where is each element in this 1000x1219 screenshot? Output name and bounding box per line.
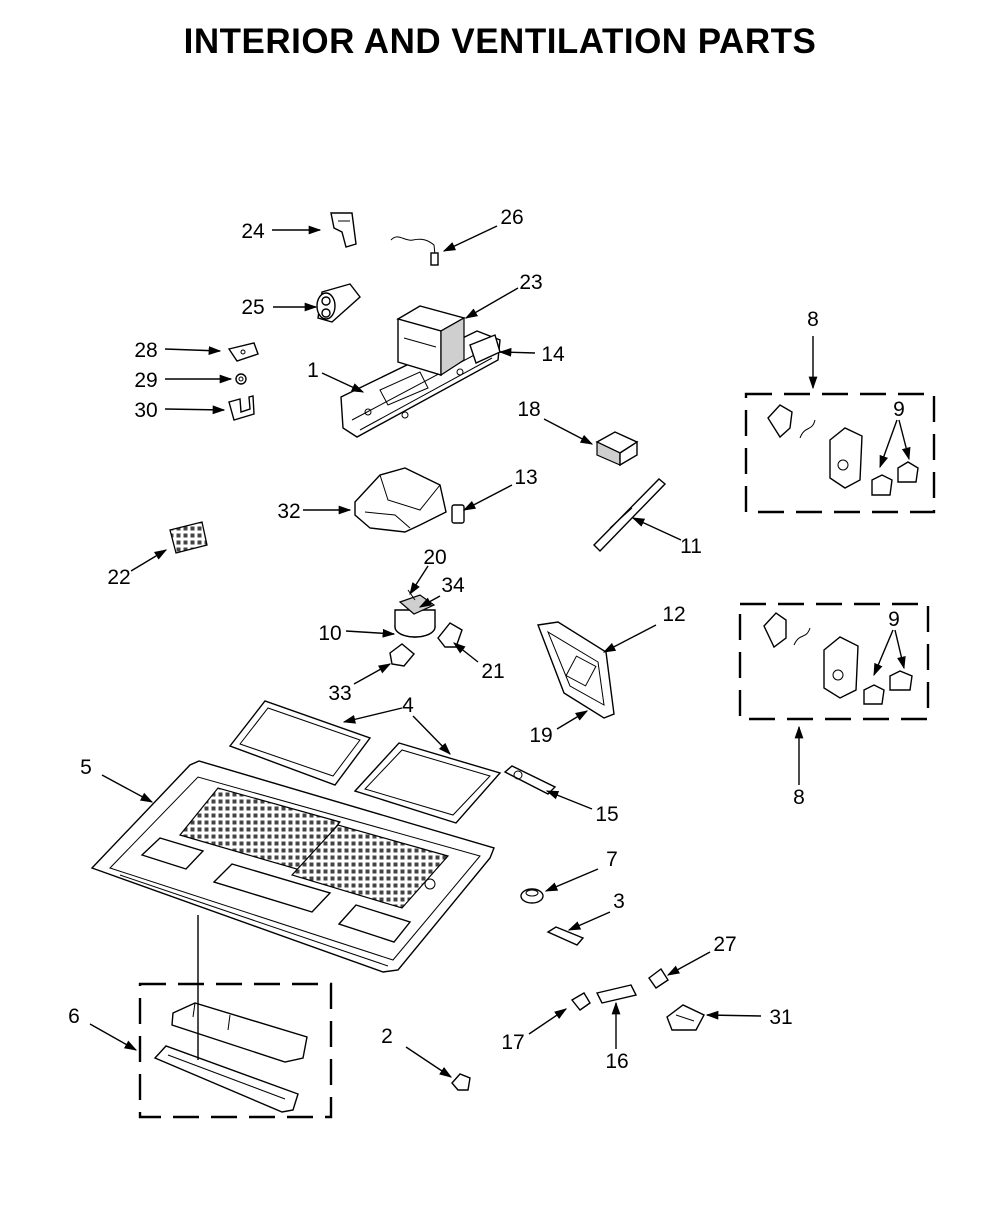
part-32-duct <box>354 467 447 533</box>
label-13: 13 <box>514 466 537 489</box>
label-26: 26 <box>500 206 523 229</box>
part-17-bulb-holder <box>570 992 591 1011</box>
part-6-vent-assembly <box>153 1002 308 1113</box>
label-8-top: 8 <box>807 308 819 331</box>
label-14: 14 <box>541 343 565 366</box>
label-6: 6 <box>68 1005 80 1028</box>
label-27: 27 <box>713 933 736 956</box>
part-2-hinge <box>451 1073 471 1091</box>
part-24-bracket <box>330 212 357 248</box>
part-25-capacitor <box>316 283 361 323</box>
label-2: 2 <box>381 1025 393 1048</box>
label-17: 17 <box>501 1031 524 1054</box>
label-21: 21 <box>481 660 504 683</box>
part-29-nut <box>235 373 247 385</box>
part-13-thermostat <box>451 504 465 524</box>
label-8-bottom: 8 <box>793 786 805 809</box>
part-4-filter-left <box>228 700 372 786</box>
part-30-bracket <box>228 395 255 421</box>
label-30: 30 <box>134 399 157 422</box>
part-22-grille <box>169 521 208 554</box>
label-23: 23 <box>519 271 542 294</box>
label-9-top: 9 <box>893 398 905 421</box>
page-title: INTERIOR AND VENTILATION PARTS <box>183 22 817 61</box>
label-24: 24 <box>241 220 265 243</box>
label-5: 5 <box>80 756 92 779</box>
part-16-lens <box>595 984 638 1004</box>
label-34: 34 <box>441 574 465 597</box>
label-25: 25 <box>241 296 264 319</box>
label-12: 12 <box>662 603 685 626</box>
label-33: 33 <box>328 682 351 705</box>
part-7-roller <box>520 888 544 904</box>
label-7: 7 <box>606 848 618 871</box>
label-32: 32 <box>277 500 300 523</box>
part-8-group-box-top <box>744 392 936 514</box>
label-11: 11 <box>680 535 702 558</box>
part-5-bottom-plate <box>90 760 495 973</box>
part-33-bracket <box>389 643 415 667</box>
part-27-socket <box>648 967 669 989</box>
part-15-light-board <box>503 765 557 795</box>
label-9-bottom: 9 <box>888 608 900 631</box>
label-15: 15 <box>595 803 618 826</box>
part-labels: 24 26 25 23 28 14 29 1 30 18 8 9 13 32 1… <box>68 206 905 1073</box>
part-6-group-box <box>138 982 333 1119</box>
label-28: 28 <box>134 339 157 362</box>
part-28-bracket <box>227 342 259 362</box>
part-26-wire <box>390 236 439 266</box>
label-20: 20 <box>423 546 446 569</box>
label-10: 10 <box>318 622 341 645</box>
label-1: 1 <box>307 359 319 382</box>
part-8-latch-assembly-bottom <box>763 612 913 705</box>
part-21-switch <box>437 622 463 648</box>
leader-lines <box>89 225 911 1078</box>
label-18: 18 <box>517 398 540 421</box>
label-16: 16 <box>605 1050 628 1073</box>
part-11-rod <box>593 478 667 552</box>
label-29: 29 <box>134 369 157 392</box>
part-3-latch <box>546 926 585 946</box>
part-31-bracket <box>666 1004 705 1031</box>
part-18-fuse-block <box>595 431 639 467</box>
label-22: 22 <box>107 566 130 589</box>
label-3: 3 <box>613 890 625 913</box>
part-8-group-box-bottom <box>738 602 930 721</box>
label-31: 31 <box>769 1006 792 1029</box>
label-4: 4 <box>402 694 414 717</box>
part-23-transformer <box>396 305 466 377</box>
part-8-latch-assembly-top <box>767 404 919 496</box>
part-10-motor <box>394 589 436 638</box>
part-4-filter-right <box>353 742 502 824</box>
label-19: 19 <box>529 724 552 747</box>
part-12-panel <box>537 621 615 719</box>
